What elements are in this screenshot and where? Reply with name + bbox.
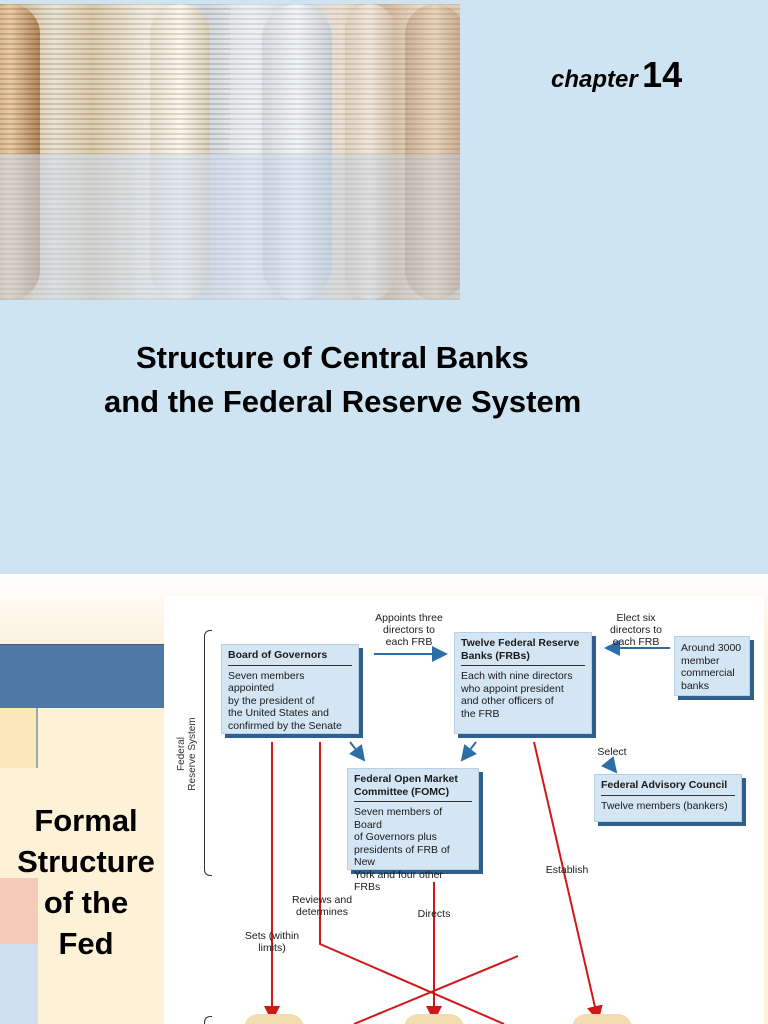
label-appoints-line: Appoints three xyxy=(364,612,454,624)
frbs-text: who appoint president xyxy=(461,683,585,696)
label-elect-line: Elect six xyxy=(596,612,676,624)
fed-title-line: Structure xyxy=(0,841,172,882)
label-reviews-line: Reviews and xyxy=(282,894,362,906)
member-banks-text: member xyxy=(681,655,743,668)
chapter-word: chapter xyxy=(551,66,638,93)
label-select: Select xyxy=(592,746,632,758)
fomc-heading-line2: Committee (FOMC) xyxy=(354,786,472,799)
fed-title-line: Fed xyxy=(0,923,172,964)
fed-title-line: Formal xyxy=(0,800,172,841)
fomc-box: Federal Open Market Committee (FOMC) Sev… xyxy=(347,768,479,870)
board-text: the United States and xyxy=(228,707,352,720)
bottom-oval xyxy=(572,1014,632,1024)
advisory-council-box: Federal Advisory Council Twelve members … xyxy=(594,774,742,822)
slide-title: Structure of Central Banks and the Feder… xyxy=(0,336,768,424)
board-text: by the president of xyxy=(228,695,352,708)
member-banks-text: banks xyxy=(681,680,743,693)
arrow-frb-fomc xyxy=(462,742,476,760)
bottom-bracket xyxy=(204,1016,212,1024)
board-text: confirmed by the Senate xyxy=(228,720,352,733)
fed-title-line: of the xyxy=(0,882,172,923)
fomc-heading-line1: Federal Open Market xyxy=(354,773,472,786)
frs-bracket xyxy=(204,630,212,876)
fomc-text: presidents of FRB of New xyxy=(354,844,472,869)
frs-label-line2: Reserve System xyxy=(187,714,198,794)
label-sets-line: limits) xyxy=(234,942,310,954)
fed-structure-diagram: Federal Reserve System Board of Governor… xyxy=(164,596,764,1024)
title-slide: chapter 14 Structure of Central Banks an… xyxy=(0,0,768,574)
bottom-oval xyxy=(244,1014,304,1024)
arrow-establish xyxy=(534,742,598,1020)
frbs-heading-line2: Banks (FRBs) xyxy=(461,650,585,663)
label-appoints-line: directors to xyxy=(364,624,454,636)
frbs-text: Each with nine directors xyxy=(461,670,585,683)
frbs-heading-line1: Twelve Federal Reserve xyxy=(461,637,585,650)
label-sets: Sets (within limits) xyxy=(234,930,310,954)
label-elect-line: directors to xyxy=(596,624,676,636)
fomc-text: of Governors plus xyxy=(354,831,472,844)
label-reviews: Reviews and determines xyxy=(282,894,362,918)
bottom-oval xyxy=(404,1014,464,1024)
member-banks-box: Around 3000 member commercial banks xyxy=(674,636,750,696)
label-elect: Elect six directors to each FRB xyxy=(596,612,676,648)
board-of-governors-box: Board of Governors Seven members appoint… xyxy=(221,644,359,734)
label-elect-line: each FRB xyxy=(596,636,676,648)
fed-structure-slide: Formal Structure of the Fed xyxy=(0,574,768,1024)
advisory-heading: Federal Advisory Council xyxy=(601,779,735,796)
frs-vertical-label: Federal Reserve System xyxy=(176,714,198,794)
coins-photo xyxy=(0,4,460,300)
frs-label-line1: Federal xyxy=(176,714,187,794)
chapter-number: 14 xyxy=(642,54,682,95)
advisory-text: Twelve members (bankers) xyxy=(601,800,735,813)
arrow-select xyxy=(608,762,616,772)
label-directs: Directs xyxy=(410,908,458,920)
frbs-text: and other officers of xyxy=(461,695,585,708)
slide-title-line2: and the Federal Reserve System xyxy=(0,380,768,424)
label-appoints-line: each FRB xyxy=(364,636,454,648)
slide-title-line1: Structure of Central Banks xyxy=(0,336,768,380)
label-establish: Establish xyxy=(536,864,598,876)
header-band xyxy=(0,644,164,708)
fomc-heading: Federal Open Market Committee (FOMC) xyxy=(354,773,472,802)
chapter-heading: chapter 14 xyxy=(551,54,682,96)
fomc-text: York and four other FRBs xyxy=(354,869,472,894)
arrow-board-fomc xyxy=(350,742,364,760)
frbs-text: the FRB xyxy=(461,708,585,721)
member-banks-text: Around 3000 xyxy=(681,642,743,655)
frbs-heading: Twelve Federal Reserve Banks (FRBs) xyxy=(461,637,585,666)
label-appoints: Appoints three directors to each FRB xyxy=(364,612,454,648)
label-reviews-line: determines xyxy=(282,906,362,918)
fomc-text: Seven members of Board xyxy=(354,806,472,831)
board-text: Seven members appointed xyxy=(228,670,352,695)
frbs-box: Twelve Federal Reserve Banks (FRBs) Each… xyxy=(454,632,592,734)
member-banks-text: commercial xyxy=(681,667,743,680)
label-sets-line: Sets (within xyxy=(234,930,310,942)
fed-slide-title: Formal Structure of the Fed xyxy=(0,800,172,964)
board-heading: Board of Governors xyxy=(228,649,352,666)
